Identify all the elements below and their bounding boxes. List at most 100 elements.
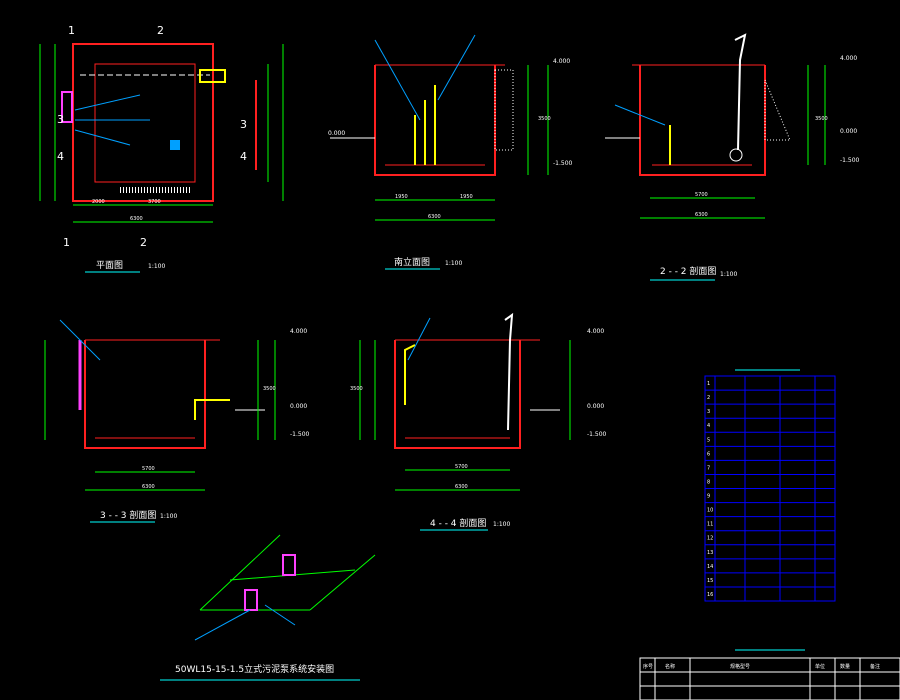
plan-section-mark-3-left: 3	[57, 113, 64, 126]
plan-dim-label-2: 3700	[148, 199, 161, 205]
isometric-view: 50WL15-15-1.5立式污泥泵系统安装图	[160, 534, 376, 681]
s22-height-label: 3500	[815, 116, 828, 122]
s22-level-ground: 0.000	[840, 128, 857, 135]
plan-section-mark-4-right: 4	[240, 150, 247, 163]
s22-level-top: 4.000	[840, 55, 857, 62]
s22-pump-head	[729, 148, 743, 162]
iso-axis-3	[309, 554, 376, 611]
legend-table-header-cell: 数量	[840, 663, 850, 670]
materials-table-row-number: 15	[707, 578, 713, 584]
s33-yellow-pipe	[194, 399, 230, 420]
s44-scale: 1:100	[493, 521, 510, 528]
materials-table-row-number: 13	[707, 550, 713, 556]
materials-table-row-number: 8	[707, 479, 710, 485]
s22-pump-vertical	[734, 33, 747, 151]
s33-level-ground: 0.000	[290, 403, 307, 410]
plan-equipment-blue	[170, 140, 180, 150]
legend-table: 序号 名称 规格型号 单位 数量 备注	[639, 649, 900, 700]
materials-table-row-number: 16	[707, 592, 713, 598]
front-leader-2	[437, 34, 476, 101]
plan-section-mark-4-left: 4	[57, 150, 64, 163]
s22-level-bottom: -1.500	[840, 157, 860, 164]
plan-view: 1 2 3 4 3 4 1 2 2000 3700 6300 平面图 1:100	[39, 24, 284, 273]
s33-dim-inner: 5700	[142, 466, 155, 472]
plan-section-mark-2-bottom: 2	[140, 236, 147, 249]
s33-height-label: 3500	[263, 386, 276, 392]
plan-title: 平面图	[96, 260, 123, 271]
plan-pipe-yellow	[199, 69, 226, 83]
legend-table-header-cell: 序号	[643, 663, 653, 670]
s33-title: 3 - - 3 剖面图	[100, 509, 156, 521]
s44-level-ground: 0.000	[587, 403, 604, 410]
front-elevation: 4.000 0.000 -1.500 3500 1950 1950 6300 南…	[328, 34, 573, 270]
s33-scale: 1:100	[160, 513, 177, 520]
legend-table-header-cell: 单位	[815, 663, 825, 670]
plan-pump-magenta	[61, 91, 73, 123]
materials-table-row-number: 9	[707, 494, 710, 500]
materials-table-row-number: 10	[707, 508, 713, 514]
plan-dim-total: 6300	[130, 216, 143, 222]
iso-axis-1	[199, 534, 281, 611]
materials-table-row-number: 3	[707, 409, 710, 415]
iso-leader-2	[264, 604, 296, 626]
s22-dim-inner: 5700	[695, 192, 708, 198]
plan-leader-3	[74, 129, 131, 146]
materials-table-row-number: 2	[707, 395, 710, 401]
front-dim-1: 1950	[395, 194, 408, 200]
s33-leader	[59, 319, 101, 361]
s33-level-top: 4.000	[290, 328, 307, 335]
s33-dim-total: 6300	[142, 484, 155, 490]
legend-table-header-cell: 备注	[870, 663, 880, 670]
legend-table-header-cell: 规格型号	[730, 663, 750, 670]
front-dim-2: 1950	[460, 194, 473, 200]
s44-height-label: 3500	[350, 386, 363, 392]
front-level-bottom: -1.500	[553, 160, 573, 167]
s44-level-top: 4.000	[587, 328, 604, 335]
plan-scale: 1:100	[148, 263, 165, 270]
s22-tank-outline	[639, 65, 766, 176]
s44-dim-total: 6300	[455, 484, 468, 490]
s44-pump-vertical	[504, 312, 514, 431]
front-height-label: 3500	[538, 116, 551, 122]
plan-inner-wall	[94, 63, 196, 183]
front-tank-outline	[374, 65, 496, 176]
s44-title: 4 - - 4 剖面图	[430, 517, 486, 529]
section-4-4: 4.000 0.000 -1.500 3500 5700 6300 4 - - …	[350, 312, 607, 531]
plan-section-mark-2-top: 2	[157, 24, 164, 37]
legend-table-frame	[639, 657, 900, 700]
front-level-top: 4.000	[553, 58, 570, 65]
plan-leader-1	[74, 94, 141, 111]
s44-leader	[407, 317, 431, 361]
materials-table-row-number: 4	[707, 423, 710, 429]
front-scale: 1:100	[445, 260, 462, 267]
s22-dim-total: 6300	[695, 212, 708, 218]
s44-dim-inner: 5700	[455, 464, 468, 470]
materials-table-row-number: 7	[707, 465, 710, 471]
s22-title: 2 - - 2 剖面图	[660, 265, 716, 277]
s33-level-bottom: -1.500	[290, 431, 310, 438]
front-title: 南立面图	[394, 256, 430, 268]
s33-tank-outline	[84, 340, 206, 449]
s22-slope-hatch	[764, 79, 791, 141]
materials-table-row-number: 12	[707, 536, 713, 542]
s44-tank-outline	[394, 340, 521, 449]
materials-table-row-number: 11	[707, 522, 713, 528]
iso-pump-2	[244, 589, 258, 611]
front-leader-1	[374, 39, 421, 121]
section-2-2: 4.000 0.000 -1.500 3500 5700 6300 2 - - …	[605, 33, 860, 281]
section-3-3: 4.000 0.000 -1.500 3500 5700 6300 3 - - …	[44, 319, 310, 523]
legend-table-header-cell: 名称	[665, 663, 675, 670]
plan-outer-wall	[72, 43, 214, 202]
front-dim-total: 6300	[428, 214, 441, 220]
plan-dim-label-1: 2000	[92, 199, 105, 205]
materials-table-row-number: 1	[707, 381, 710, 387]
materials-table-row-number: 14	[707, 564, 713, 570]
materials-table-row-number: 5	[707, 437, 710, 443]
s22-scale: 1:100	[720, 271, 737, 278]
s22-leader	[614, 104, 666, 126]
front-pipe-yellow	[414, 85, 436, 165]
materials-table-row-number: 6	[707, 451, 710, 457]
iso-leader-1	[194, 609, 251, 641]
